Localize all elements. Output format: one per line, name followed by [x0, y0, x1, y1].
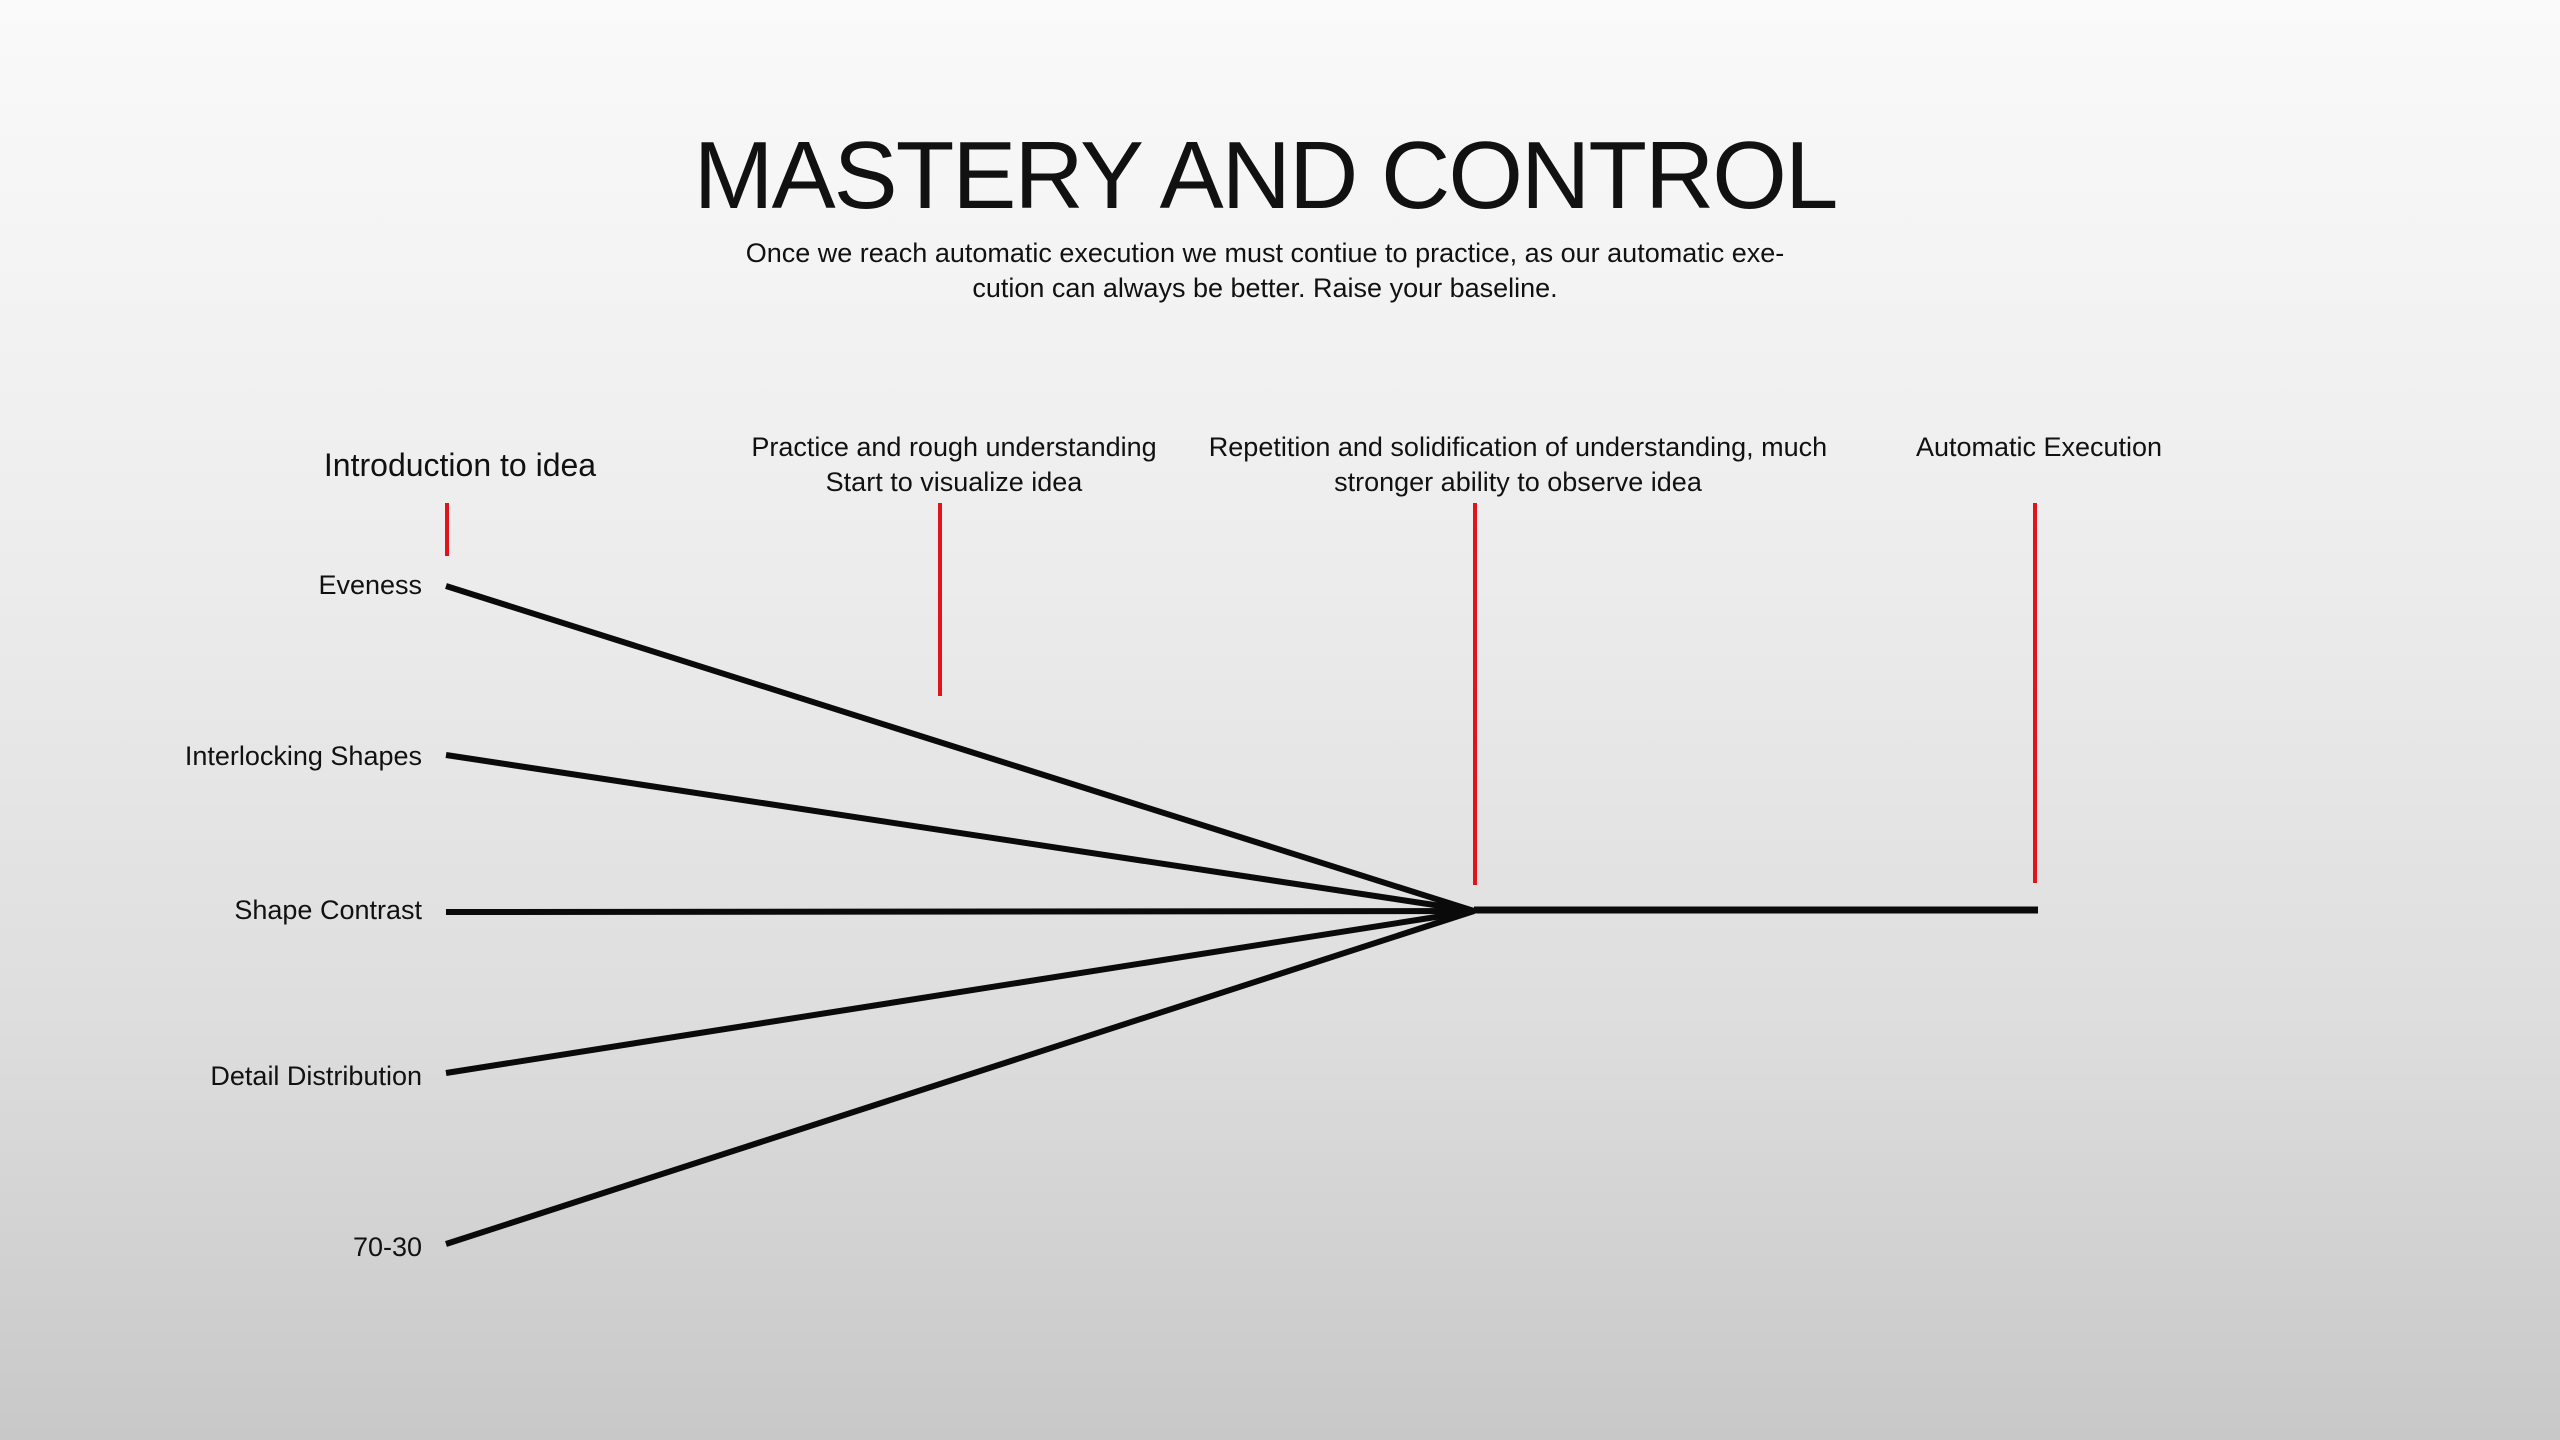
stage-label-line: Automatic Execution — [1915, 432, 2163, 462]
factor-lines — [445, 583, 2038, 1247]
factor-label-70-30: 70-30 — [352, 1232, 422, 1262]
page-title: MASTERY AND CONTROL — [693, 122, 1839, 229]
factor-label-shape-contrast: Shape Contrast — [234, 895, 422, 925]
stage-label-introduction: Introduction to idea — [324, 448, 596, 483]
line-70-30 — [445, 908, 1475, 1247]
stage-markers — [445, 503, 2037, 885]
stage-label-repetition: Repetition and solidification of underst… — [1209, 430, 1827, 500]
stage-label-line: Practice and rough understanding — [751, 432, 1157, 462]
stage-label-automatic: Automatic Execution — [1916, 430, 2162, 465]
line-eveness — [445, 583, 1475, 914]
factor-label-eveness: Eveness — [318, 570, 422, 600]
line-shape-contrast — [445, 908, 1475, 915]
factor-label-detail-distribution: Detail Distribution — [210, 1061, 422, 1091]
stage-label-line: stronger ability to observe idea — [1334, 467, 1702, 497]
stage-label-line: Repetition and solidification of underst… — [1208, 432, 1828, 462]
stage-label-practice: Practice and rough understanding Start t… — [751, 430, 1156, 500]
subtitle: Once we reach automatic execution we mus… — [720, 236, 1810, 306]
stage-label-line: Introduction to idea — [323, 447, 597, 483]
subtitle-line-2: cution can always be better. Raise your … — [972, 273, 1558, 303]
line-detail-distribution — [445, 908, 1475, 1076]
line-interlocking-shapes — [445, 752, 1475, 914]
factor-label-interlocking-shapes: Interlocking Shapes — [184, 741, 422, 771]
stage-label-line: Start to visualize idea — [825, 467, 1083, 497]
subtitle-line-1: Once we reach automatic execution we mus… — [745, 238, 1785, 268]
